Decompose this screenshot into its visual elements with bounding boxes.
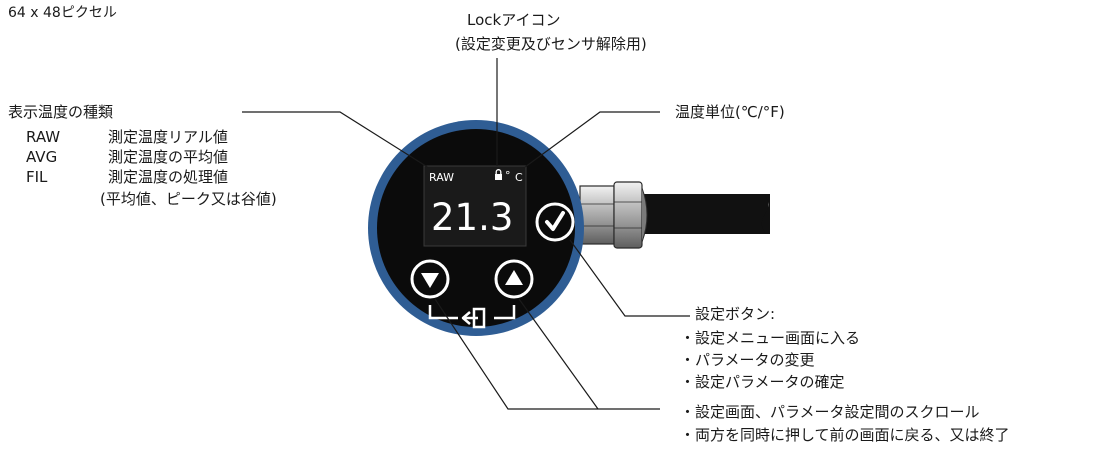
- screen-temperature-value: 21.3: [431, 196, 513, 239]
- screen-mode-text: RAW: [429, 171, 454, 184]
- exit-icon: [461, 307, 486, 329]
- temp-type-desc-fil: 測定温度の処理値: [108, 168, 229, 186]
- leader-unit: [520, 111, 660, 171]
- temperature-unit-label: 温度単位(℃/°F): [675, 103, 785, 121]
- temp-type-desc-raw: 測定温度リアル値: [108, 128, 228, 146]
- cable-gland: [579, 181, 648, 249]
- display-screen: [423, 165, 527, 247]
- temp-type-note: (平均値、ピーク又は谷値): [100, 190, 277, 208]
- arrow-buttons-item-2: ・両方を同時に押して前の画面に戻る、又は終了: [680, 426, 1010, 444]
- exit-indicator: [428, 305, 516, 329]
- leader-arrow-buttons: [434, 298, 660, 410]
- set-button-title: 設定ボタン:: [695, 305, 776, 323]
- triangle-up-icon: [505, 270, 523, 285]
- down-button[interactable]: [410, 259, 450, 299]
- set-button-item-2: ・パラメータの変更: [680, 351, 815, 369]
- arrow-buttons-item-1: ・設定画面、パラメータ設定間のスクロール: [680, 403, 980, 421]
- temp-type-code-fil: FIL: [26, 168, 48, 186]
- lock-label-line1: Lockアイコン: [467, 11, 561, 29]
- screen-degree-text: °: [505, 169, 511, 182]
- lock-label-line2: (設定変更及びセンサ解除用): [455, 35, 647, 53]
- temp-type-title: 表示温度の種類: [8, 103, 114, 121]
- up-button[interactable]: [494, 259, 534, 299]
- set-button[interactable]: [535, 202, 575, 242]
- cable: [640, 194, 768, 234]
- leader-lines: [242, 58, 690, 410]
- cable-cut-end: [761, 194, 770, 234]
- set-button-item-3: ・設定パラメータの確定: [680, 373, 845, 391]
- screen-unit-text: C: [515, 171, 523, 184]
- set-button-item-1: ・設定メニュー画面に入る: [680, 329, 861, 347]
- leader-temp-type: [242, 111, 430, 169]
- leader-arrow-buttons-up: [518, 298, 599, 410]
- check-icon: [545, 211, 565, 231]
- temp-type-code-raw: RAW: [26, 128, 61, 146]
- temp-type-desc-avg: 測定温度の平均値: [108, 148, 229, 166]
- leader-set-button: [569, 239, 690, 317]
- temp-type-code-avg: AVG: [26, 148, 58, 166]
- triangle-down-icon: [421, 273, 439, 288]
- pixel-size-label: 64 x 48ピクセル: [8, 5, 117, 21]
- lock-icon: [495, 169, 502, 180]
